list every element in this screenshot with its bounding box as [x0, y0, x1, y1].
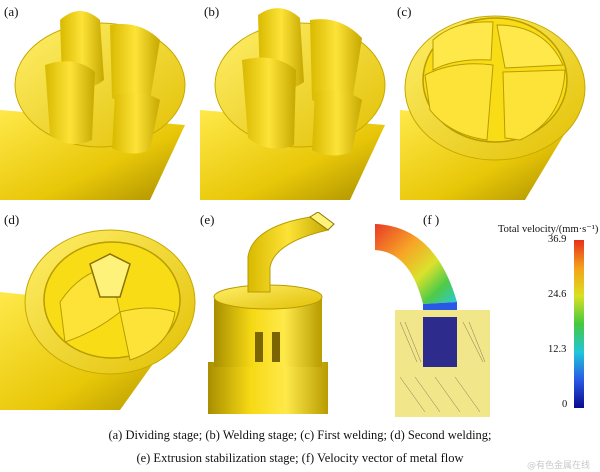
panel-f: (f ): [365, 212, 495, 417]
billet-second-welding-image: [0, 229, 196, 410]
billet-dividing-image: [0, 11, 186, 200]
billet-first-welding-image: [400, 15, 586, 200]
colorbar-tick: 12.3: [548, 344, 567, 355]
panel-e: (e): [200, 212, 360, 414]
panel-label: (f ): [423, 212, 440, 227]
colorbar-title: Total velocity/(mm·s⁻¹): [498, 224, 599, 235]
colorbar-tick: 24.6: [548, 289, 567, 300]
caption-line-1: (a) Dividing stage; (b) Welding stage; (…: [108, 428, 492, 442]
panel-b: (b): [200, 0, 395, 200]
panel-c: (c): [395, 0, 600, 200]
panel-d: (d): [0, 212, 200, 410]
panel-label: (c): [397, 4, 412, 19]
panel-label: (e): [200, 212, 215, 227]
extrusion-stabilization-image: [208, 212, 335, 414]
watermark: @有色金属在线: [527, 461, 591, 471]
colorbar-tick: 0: [562, 399, 568, 410]
panel-a: (a): [0, 0, 200, 200]
velocity-vector-image: [375, 224, 490, 417]
panel-label: (b): [204, 4, 220, 19]
colorbar: [574, 240, 584, 408]
billet-welding-image: [200, 8, 386, 200]
colorbar-tick: 36.9: [548, 234, 567, 245]
panel-label: (a): [4, 4, 19, 19]
caption-line-2: (e) Extrusion stabilization stage; (f) V…: [136, 451, 464, 465]
panel-label: (d): [4, 212, 20, 227]
